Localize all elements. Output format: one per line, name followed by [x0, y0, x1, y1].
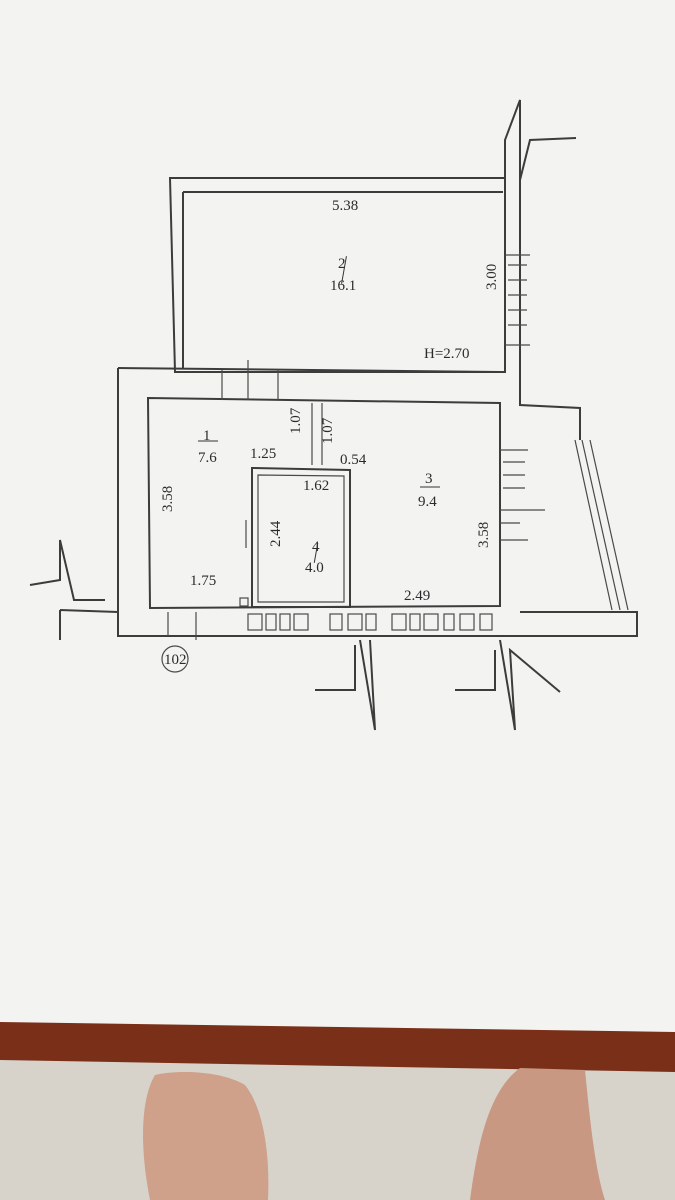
room-3-width: 2.49 — [404, 588, 430, 604]
room-4-outline — [251, 466, 351, 608]
partition-width: 0.54 — [340, 452, 367, 468]
rooms-1-3-outline — [146, 396, 501, 610]
room-4-fraction-bar — [313, 543, 319, 563]
ceiling-height: H=2.70 — [424, 346, 470, 362]
break-line-bottom-2 — [455, 639, 561, 731]
apartment-number: 102 — [164, 652, 187, 668]
table-edge — [0, 1020, 675, 1072]
room-2-depth: 3.00 — [484, 264, 500, 290]
break-line-bottom-1 — [315, 639, 376, 731]
break-line-left — [29, 539, 105, 601]
left-stub — [59, 609, 119, 640]
room-1-area: 7.6 — [198, 450, 217, 466]
window-room-3 — [500, 449, 545, 541]
bath-depth: 2.44 — [268, 520, 284, 547]
room-1-depth: 3.58 — [160, 486, 176, 512]
vent-row — [239, 597, 493, 631]
window-room-2 — [505, 254, 530, 346]
room-3-area: 9.4 — [418, 494, 437, 510]
middle-wall — [117, 367, 501, 373]
apartment-number-circle — [161, 645, 189, 673]
feet — [143, 1068, 605, 1200]
right-foot — [470, 1068, 605, 1200]
entrance-door — [167, 612, 197, 640]
room-2-fraction-bar — [341, 256, 347, 284]
right-outer-wall — [519, 180, 581, 440]
door-room-2 — [221, 360, 279, 400]
break-line-top — [504, 99, 577, 181]
outer-wall-bottom — [117, 368, 638, 637]
paper-sheet — [0, 0, 675, 1032]
plan-labels: 5.38 2 16.1 3.00 H=2.70 1 7.6 3.58 1.75 … — [160, 198, 500, 668]
room-1-number: 1 — [203, 428, 211, 444]
room-2-number: 2 — [338, 256, 346, 272]
door-width-a: 1.07 — [288, 407, 304, 434]
balcony — [574, 439, 629, 611]
room-2-width: 5.38 — [332, 198, 358, 214]
corridor-width: 1.25 — [250, 446, 276, 462]
room-4-area: 4.0 — [305, 560, 324, 576]
room-4-number: 4 — [312, 539, 320, 555]
bath-width: 1.62 — [303, 478, 329, 494]
room-2-outline — [168, 177, 506, 373]
room-3-depth: 3.58 — [476, 522, 492, 548]
room-2-area: 16.1 — [330, 278, 356, 294]
room-3-number: 3 — [425, 471, 433, 487]
door-width-b: 1.07 — [320, 417, 336, 444]
room-1-width: 1.75 — [190, 573, 216, 589]
left-foot — [143, 1072, 269, 1200]
partition-lines — [311, 403, 323, 465]
room-4-inner — [257, 474, 345, 603]
plan-drawing — [29, 99, 638, 731]
